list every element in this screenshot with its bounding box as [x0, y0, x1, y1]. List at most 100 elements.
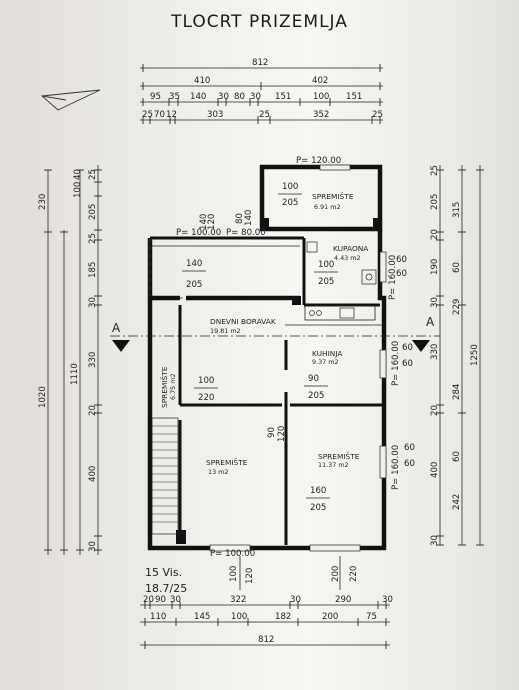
top-dim: 12	[166, 110, 177, 120]
top-dim: 35	[169, 92, 180, 102]
top-dim: 70	[154, 110, 165, 120]
right-dim: 1250	[470, 344, 480, 366]
bottom-dim: 110	[150, 612, 166, 622]
right-dim: 20	[430, 229, 440, 240]
room-name: KUHINJA	[312, 349, 342, 358]
room-area: 19.81 m2	[210, 327, 241, 335]
opening-label: P= 160.00	[388, 255, 398, 300]
plan-title: TLOCRT PRIZEMLJA	[171, 12, 348, 32]
left-dim: 25	[88, 233, 98, 244]
door-dim: 205	[310, 503, 326, 513]
door-dim: 220	[349, 566, 359, 582]
bottom-dim: 90	[155, 595, 166, 605]
right-dimension-lines: 25 205 315 20 190 60 30 229 330 20 284 6…	[430, 165, 484, 546]
top-dim: 80	[234, 92, 245, 102]
room-area: 11.37 m2	[318, 461, 349, 469]
door-dim: 100	[282, 182, 298, 192]
left-dim: 230	[38, 194, 48, 210]
door-dim: 140	[186, 259, 202, 269]
door-dim: 90	[308, 374, 319, 384]
top-dim: 25	[259, 110, 270, 120]
door-dim: 80	[235, 213, 245, 224]
section-label-right: A	[426, 315, 435, 329]
bathroom-fixtures	[306, 241, 377, 285]
top-dim: 151	[275, 92, 291, 102]
opening-labels: P= 120.00 P= 100.00 P= 80.00 P= 160.00 P…	[176, 156, 415, 590]
top-dim: 100	[313, 92, 329, 102]
bottom-dim: 30	[290, 595, 301, 605]
room-area: 9.37 m2	[312, 358, 339, 366]
top-dim-410: 410	[194, 76, 210, 86]
top-dim: 352	[313, 110, 329, 120]
top-dim: 30	[250, 92, 261, 102]
bottom-dim: 290	[335, 595, 351, 605]
door-dim: 100	[198, 376, 214, 386]
north-arrow-icon	[40, 89, 101, 111]
right-dim: 25	[430, 165, 440, 176]
room-area: 13 m2	[208, 468, 228, 476]
left-dim: 30	[88, 297, 98, 308]
right-dim: 30	[430, 535, 440, 546]
top-dim: 140	[190, 92, 206, 102]
section-arrow-left-icon	[112, 340, 130, 352]
room-labels: SPREMIŠTE 6.91 m2 KUPAONA 4.43 m2 DNEVNI…	[160, 192, 368, 476]
door-dim: 100	[318, 260, 334, 270]
right-dim: 315	[452, 202, 462, 218]
top-dim-total: 812	[252, 58, 268, 68]
door-dim: 205	[186, 280, 202, 290]
door-dim: 120	[277, 426, 287, 442]
opening-label: P= 120.00	[296, 156, 341, 166]
door-dim: 140	[199, 214, 209, 230]
opening-label: P= 100.00	[210, 549, 255, 559]
section-line: A A	[110, 315, 440, 352]
opening-label: P= 160.00	[391, 341, 401, 386]
top-dim: 25	[372, 110, 383, 120]
section-arrow-right-icon	[412, 340, 430, 352]
room-name: SPREMIŠTE	[312, 192, 354, 201]
left-dim: 40	[73, 169, 83, 180]
bottom-dim: 182	[275, 612, 291, 622]
top-dim: 30	[218, 92, 229, 102]
top-dim: 151	[346, 92, 362, 102]
door-dim: 60	[396, 255, 407, 265]
top-dim: 25	[142, 110, 153, 120]
door-dim: 60	[402, 359, 413, 369]
left-dimension-lines: 230 1020 1110 25 40 100 205 25 185 30 33…	[38, 165, 102, 555]
door-dim: 205	[308, 391, 324, 401]
walls	[147, 164, 387, 551]
door-dim: 60	[396, 269, 407, 279]
bottom-dim: 30	[382, 595, 393, 605]
room-name: SPREMIŠTE	[160, 366, 169, 408]
right-dim: 30	[430, 297, 440, 308]
left-dim: 205	[88, 204, 98, 220]
left-dim: 185	[88, 262, 98, 278]
right-dim: 20	[430, 405, 440, 416]
bottom-dimension-lines: 20 90 30 322 30 290 30 110 145 100 182 2…	[140, 595, 393, 649]
bottom-dim: 100	[231, 612, 247, 622]
door-dim: 100	[229, 566, 239, 582]
left-dim: 20	[88, 405, 98, 416]
top-dimension-lines: 812 410 402 95 35 140 30 80 30 151 100 1…	[140, 58, 383, 124]
left-dim: 100	[73, 182, 83, 198]
windows	[209, 164, 387, 552]
opening-label: P= 100.00	[176, 228, 221, 238]
right-dim: 60	[452, 451, 462, 462]
room-area: 6.91 m2	[314, 203, 341, 211]
room-name: SPREMIŠTE	[318, 452, 360, 461]
door-dim: 120	[245, 568, 255, 584]
door-dim: 90	[267, 427, 277, 438]
door-dim: 200	[331, 566, 341, 582]
stair-count-note: 15 Vis.	[145, 566, 182, 579]
room-name: SPREMIŠTE	[206, 458, 248, 467]
right-dim: 330	[430, 344, 440, 360]
opening-label: P= 160.00	[391, 445, 401, 490]
top-dim: 95	[150, 92, 161, 102]
top-dim: 303	[207, 110, 223, 120]
door-dim: 205	[282, 198, 298, 208]
right-dim: 205	[430, 194, 440, 210]
left-dim: 25	[88, 169, 98, 180]
bottom-dim: 30	[170, 595, 181, 605]
door-dim: 60	[404, 443, 415, 453]
room-name: KUPAONA	[333, 244, 368, 253]
